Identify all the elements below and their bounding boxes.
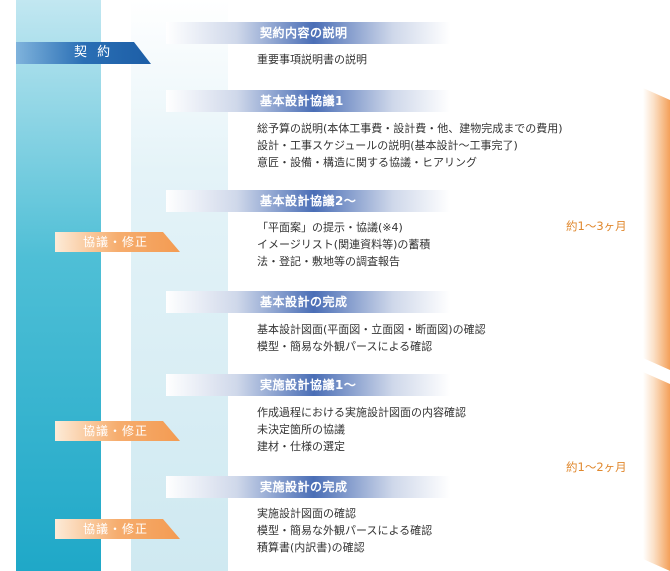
- left-timeline-column: [16, 0, 101, 571]
- stage-description: 総予算の説明(本体工事費・設計費・他、建物完成までの費用) 設計・工事スケジュー…: [257, 120, 563, 171]
- description-line: 重要事項説明書の説明: [257, 53, 367, 66]
- description-line: イメージリスト(関連資料等)の蓄積: [257, 238, 431, 251]
- stage-description: 作成過程における実施設計図面の内容確認 未決定箇所の協議 建材・仕様の選定: [257, 404, 466, 455]
- stage-header-basic-design-1: 基本設計協議1: [166, 90, 450, 112]
- description-line: 「平面案」の提示・協議(※4): [257, 221, 403, 234]
- stage-header-detail-design-complete: 実施設計の完成: [166, 476, 450, 498]
- stage-header-contract-explanation: 契約内容の説明: [166, 22, 450, 44]
- description-line: 模型・簡易な外観パースによる確認: [257, 340, 433, 353]
- description-line: 意匠・設備・構造に関する協議・ヒアリング: [257, 156, 477, 169]
- stage-description: 実施設計図面の確認 模型・簡易な外観パースによる確認 積算書(内訳書)の確認: [257, 505, 432, 556]
- stage-header-basic-design-complete: 基本設計の完成: [166, 291, 450, 313]
- description-line: 法・登記・敷地等の調査報告: [257, 255, 400, 268]
- duration-label-basic-design: 約1～3ヶ月: [566, 219, 627, 233]
- duration-arrow-basic-design: [643, 88, 670, 370]
- description-line: 積算書(内訳書)の確認: [257, 541, 365, 554]
- stage-header-detail-design-1: 実施設計協議1～: [166, 374, 450, 396]
- description-line: 設計・工事スケジュールの説明(基本設計～工事完了): [257, 139, 518, 152]
- description-line: 基本設計図面(平面図・立面図・断面図)の確認: [257, 323, 486, 336]
- consultation-badge: 協議・修正: [55, 519, 180, 539]
- duration-label-detail-design: 約1～2ヶ月: [566, 460, 627, 474]
- consultation-badge: 協議・修正: [55, 421, 180, 441]
- description-line: 実施設計図面の確認: [257, 507, 356, 520]
- duration-arrow-detail-design: [643, 372, 670, 571]
- stage-description: 「平面案」の提示・協議(※4) イメージリスト(関連資料等)の蓄積 法・登記・敷…: [257, 219, 430, 270]
- stage-description: 重要事項説明書の説明: [257, 51, 367, 68]
- description-line: 未決定箇所の協議: [257, 423, 345, 436]
- contract-label: 契 約: [16, 42, 151, 64]
- description-line: 模型・簡易な外観パースによる確認: [257, 524, 433, 537]
- consultation-badge: 協議・修正: [55, 232, 180, 252]
- description-line: 作成過程における実施設計図面の内容確認: [257, 406, 466, 419]
- stage-header-basic-design-2: 基本設計協議2～: [166, 190, 450, 212]
- description-line: 総予算の説明(本体工事費・設計費・他、建物完成までの費用): [257, 122, 563, 135]
- stage-description: 基本設計図面(平面図・立面図・断面図)の確認 模型・簡易な外観パースによる確認: [257, 321, 486, 355]
- description-line: 建材・仕様の選定: [257, 440, 345, 453]
